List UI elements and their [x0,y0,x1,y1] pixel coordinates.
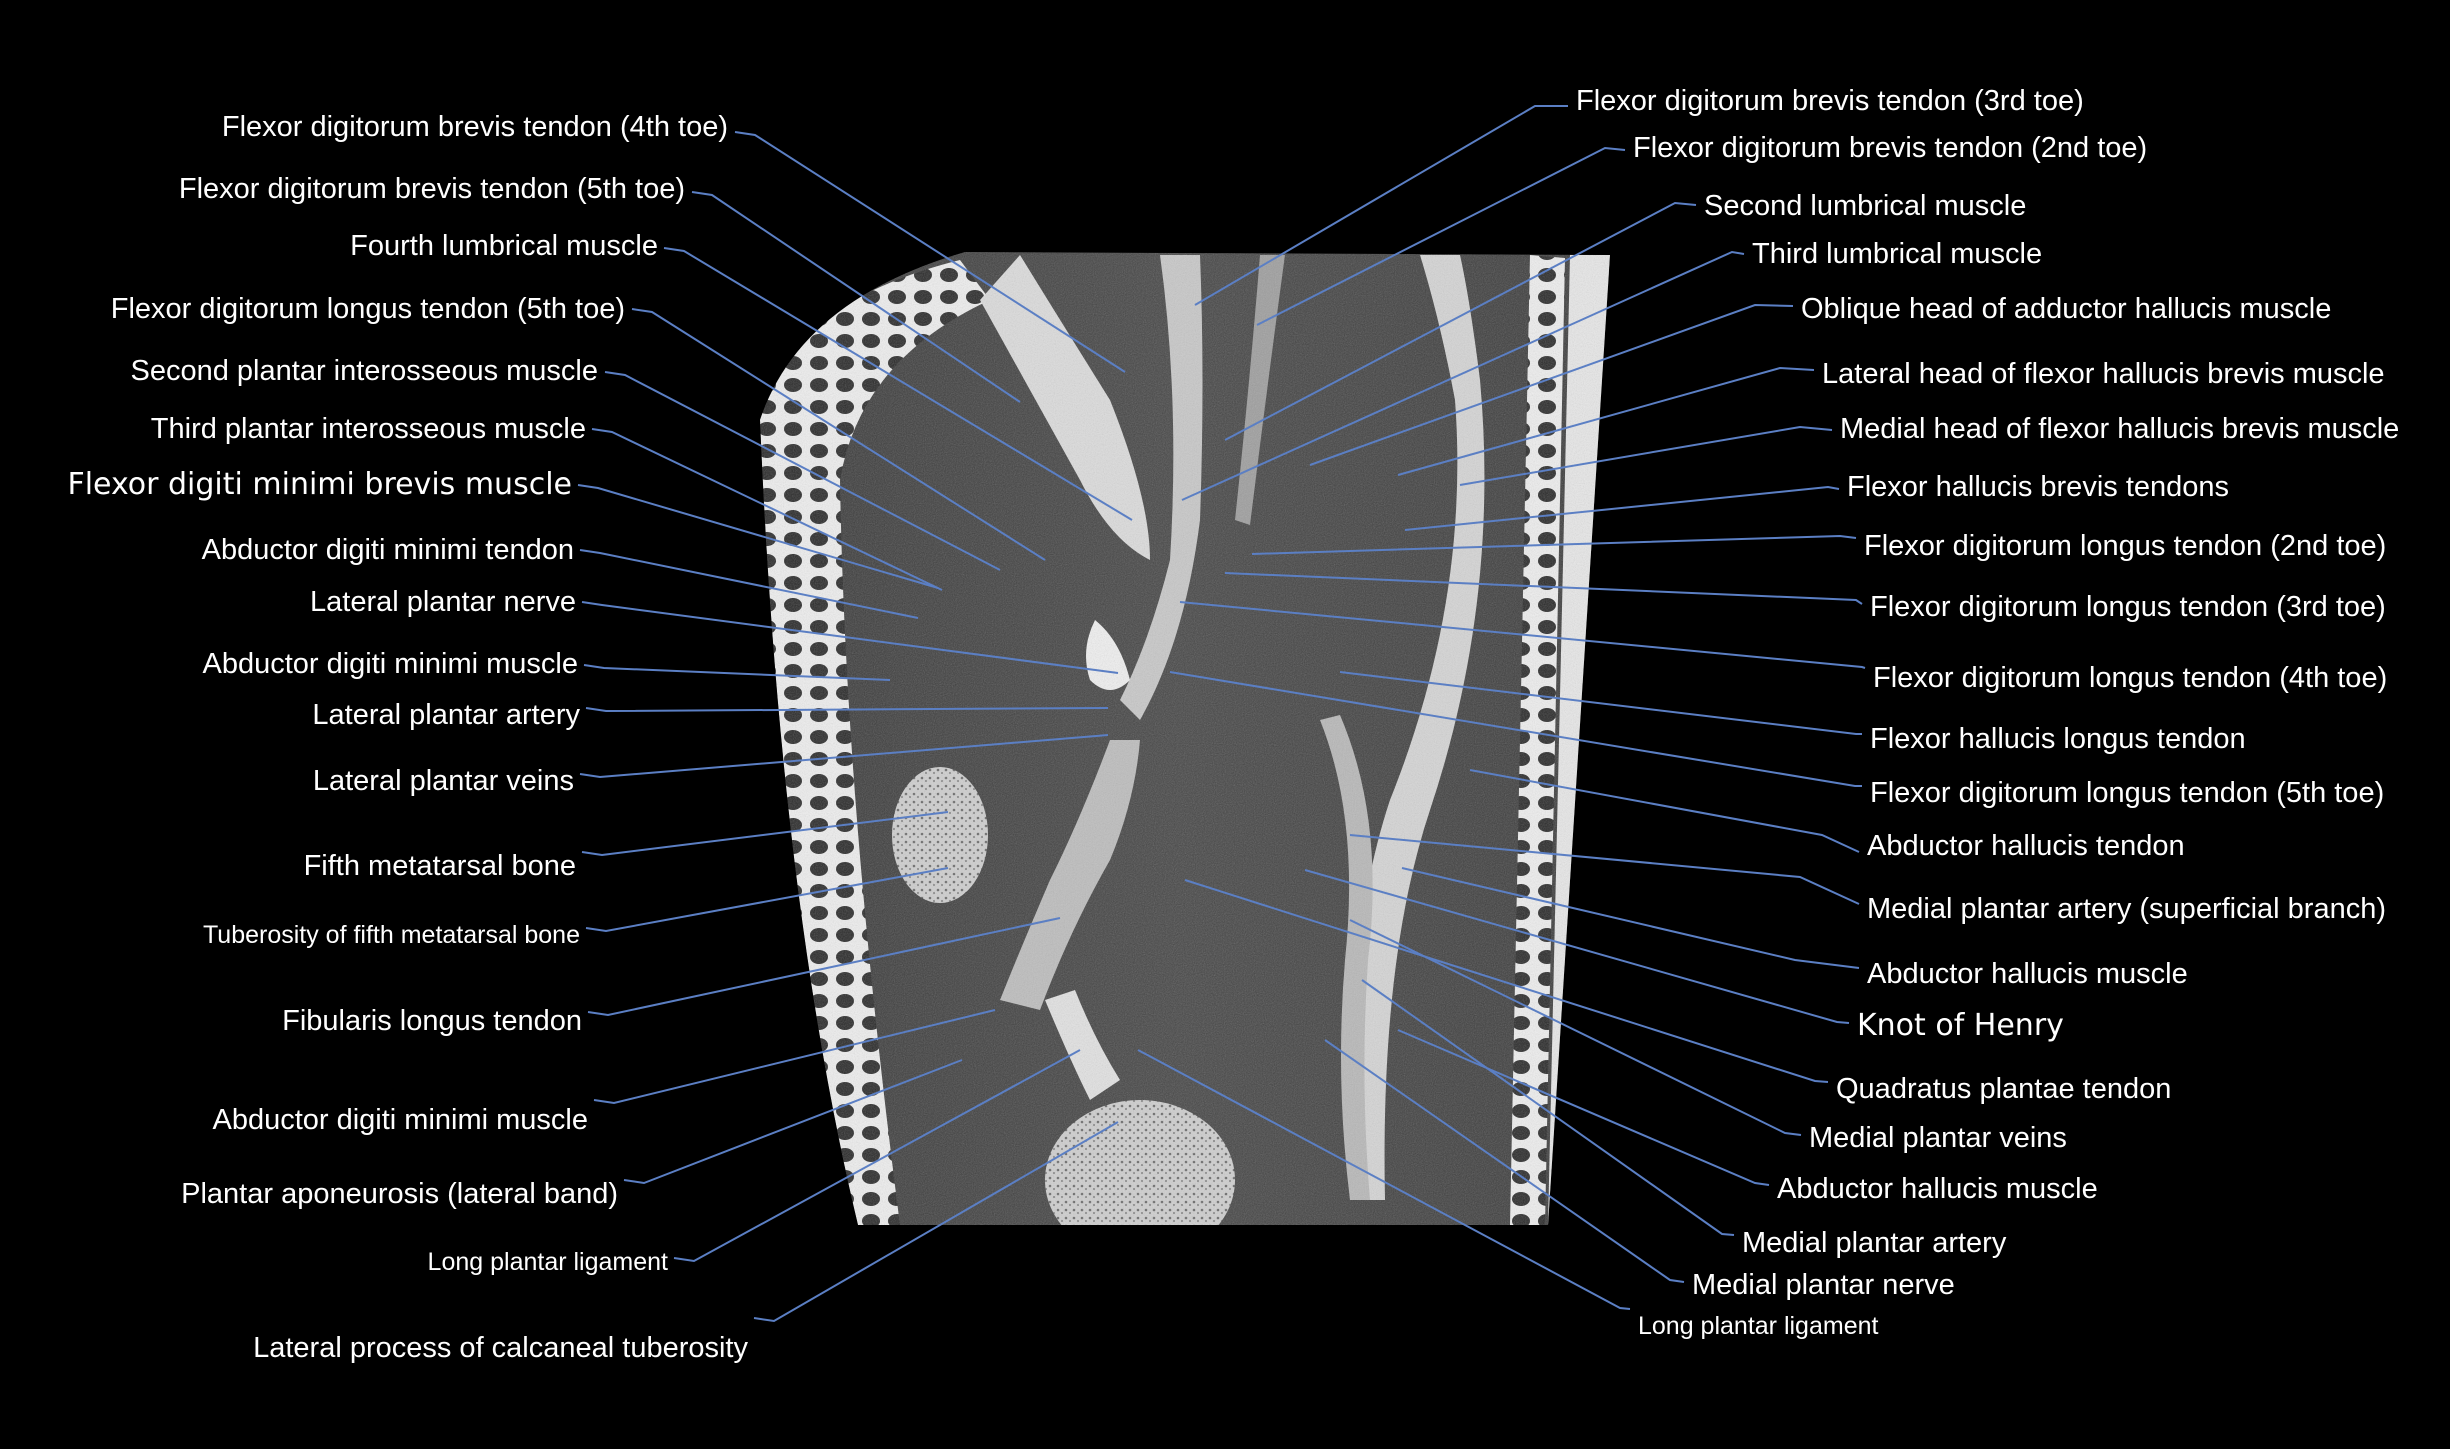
leader-line-right-16 [1304,869,1850,1024]
leader-line-left-1 [691,191,1021,403]
mri-image [760,252,1610,1225]
label-fifth-metatarsal-bone: Fifth metatarsal bone [303,850,576,882]
leader-line-left-17 [673,1049,1081,1263]
label-medial-plantar-nerve: Medial plantar nerve [1692,1269,1955,1301]
leader-line-right-17 [1184,879,1829,1083]
label-oblique-head-of-adductor-hallucis-muscle: Oblique head of adductor hallucis muscle [1801,293,2332,325]
label-abductor-hallucis-muscle-2: Abductor hallucis muscle [1777,1173,2098,1205]
label-abductor-hallucis-tendon: Abductor hallucis tendon [1867,830,2185,862]
leader-line-right-10 [1179,601,1866,669]
leader-line-left-14 [587,917,1061,1017]
label-medial-head-of-flexor-hallucis-brevis-muscle: Medial head of flexor hallucis brevis mu… [1840,413,2400,445]
leader-line-right-19 [1397,1029,1770,1186]
label-fourth-lumbrical-muscle: Fourth lumbrical muscle [350,230,658,262]
label-medial-plantar-artery-superficial-branch: Medial plantar artery (superficial branc… [1867,893,2386,925]
label-flexor-hallucis-brevis-tendons: Flexor hallucis brevis tendons [1847,471,2230,503]
label-third-plantar-interosseous-muscle: Third plantar interosseous muscle [150,413,586,445]
label-plantar-aponeurosis-lateral-band: Plantar aponeurosis (lateral band) [181,1178,618,1210]
label-lateral-process-of-calcaneal-tuberosity: Lateral process of calcaneal tuberosity [253,1332,748,1364]
label-flexor-digitorum-longus-tendon-5th-toe: Flexor digitorum longus tendon (5th toe) [110,293,625,325]
leader-line-left-0 [734,131,1126,373]
leader-line-left-6 [577,484,939,589]
label-long-plantar-ligament-left: Long plantar ligament [427,1248,668,1276]
label-tuberosity-of-fifth-metatarsal-bone: Tuberosity of fifth metatarsal bone [202,921,580,949]
label-flexor-digitorum-longus-tendon-4th-toe: Flexor digitorum longus tendon (4th toe) [1873,662,2388,694]
leader-line-right-20 [1361,979,1735,1236]
label-abductor-digiti-minimi-muscle-2: Abductor digiti minimi muscle [212,1104,588,1136]
leader-line-left-18 [753,1121,1119,1323]
leader-line-left-9 [583,664,891,681]
leader-line-right-8 [1251,534,1857,555]
leader-line-right-0 [1194,105,1568,306]
label-medial-plantar-veins: Medial plantar veins [1809,1122,2067,1154]
leader-line-left-3 [631,308,1046,561]
label-second-lumbrical-muscle: Second lumbrical muscle [1704,190,2027,222]
label-lateral-plantar-artery: Lateral plantar artery [312,699,580,731]
label-lateral-plantar-veins: Lateral plantar veins [312,765,574,797]
leader-line-left-12 [581,811,949,857]
label-lateral-head-of-flexor-hallucis-brevis-muscle: Lateral head of flexor hallucis brevis m… [1822,358,2385,390]
leader-line-left-5 [591,428,943,591]
leader-line-left-7 [579,549,919,619]
leader-line-right-2 [1224,201,1697,441]
leader-line-right-22 [1137,1049,1631,1310]
leader-line-left-15 [593,1009,996,1105]
label-lateral-plantar-nerve: Lateral plantar nerve [310,586,576,618]
label-flexor-digiti-minimi-brevis-muscle: Flexor digiti minimi brevis muscle [67,467,572,502]
leader-line-right-14 [1349,834,1860,905]
leader-line-right-9 [1224,572,1863,605]
label-abductor-hallucis-muscle: Abductor hallucis muscle [1867,958,2188,990]
label-quadratus-plantae-tendon: Quadratus plantae tendon [1836,1073,2172,1105]
label-knot-of-henry: Knot of Henry [1857,1008,2064,1043]
leader-line-left-2 [663,247,1133,521]
label-medial-plantar-artery: Medial plantar artery [1742,1227,2007,1259]
leader-line-right-12 [1169,671,1862,787]
label-third-lumbrical-muscle: Third lumbrical muscle [1752,238,2043,270]
leader-lines [577,105,1866,1323]
leader-line-right-13 [1469,769,1860,853]
leader-line-right-4 [1309,303,1794,466]
label-abductor-digiti-minimi-tendon: Abductor digiti minimi tendon [201,534,574,566]
leader-line-right-18 [1349,919,1802,1136]
leader-line-right-3 [1181,250,1745,501]
label-fibularis-longus-tendon: Fibularis longus tendon [282,1005,582,1037]
leader-line-left-4 [604,371,1001,571]
leader-line-left-10 [585,707,1109,713]
leader-line-right-7 [1404,485,1840,531]
leader-line-right-11 [1339,671,1862,735]
leader-line-left-13 [585,867,949,933]
label-flexor-hallucis-longus-tendon: Flexor hallucis longus tendon [1870,723,2246,755]
label-flexor-digitorum-brevis-tendon-5th-toe: Flexor digitorum brevis tendon (5th toe) [178,173,685,205]
label-flexor-digitorum-longus-tendon-5th-toe: Flexor digitorum longus tendon (5th toe) [1870,777,2385,809]
leader-line-right-15 [1401,867,1860,969]
leader-line-left-11 [579,734,1109,779]
leader-line-right-5 [1397,366,1815,476]
label-flexor-digitorum-brevis-tendon-3rd-toe: Flexor digitorum brevis tendon (3rd toe) [1576,85,2084,117]
leader-line-right-6 [1459,425,1833,486]
leader-line-left-8 [581,601,1119,674]
label-long-plantar-ligament-right: Long plantar ligament [1638,1312,1879,1340]
leader-line-right-21 [1324,1039,1685,1283]
label-flexor-digitorum-brevis-tendon-2nd-toe: Flexor digitorum brevis tendon (2nd toe) [1633,132,2148,164]
label-second-plantar-interosseous-muscle: Second plantar interosseous muscle [130,355,598,387]
label-abductor-digiti-minimi-muscle: Abductor digiti minimi muscle [202,648,578,680]
leader-line-left-16 [623,1059,963,1185]
label-flexor-digitorum-brevis-tendon-4th-toe: Flexor digitorum brevis tendon (4th toe) [221,111,728,143]
label-flexor-digitorum-longus-tendon-3rd-toe: Flexor digitorum longus tendon (3rd toe) [1870,591,2386,623]
label-flexor-digitorum-longus-tendon-2nd-toe: Flexor digitorum longus tendon (2nd toe) [1864,530,2387,562]
leader-line-right-1 [1256,146,1626,326]
